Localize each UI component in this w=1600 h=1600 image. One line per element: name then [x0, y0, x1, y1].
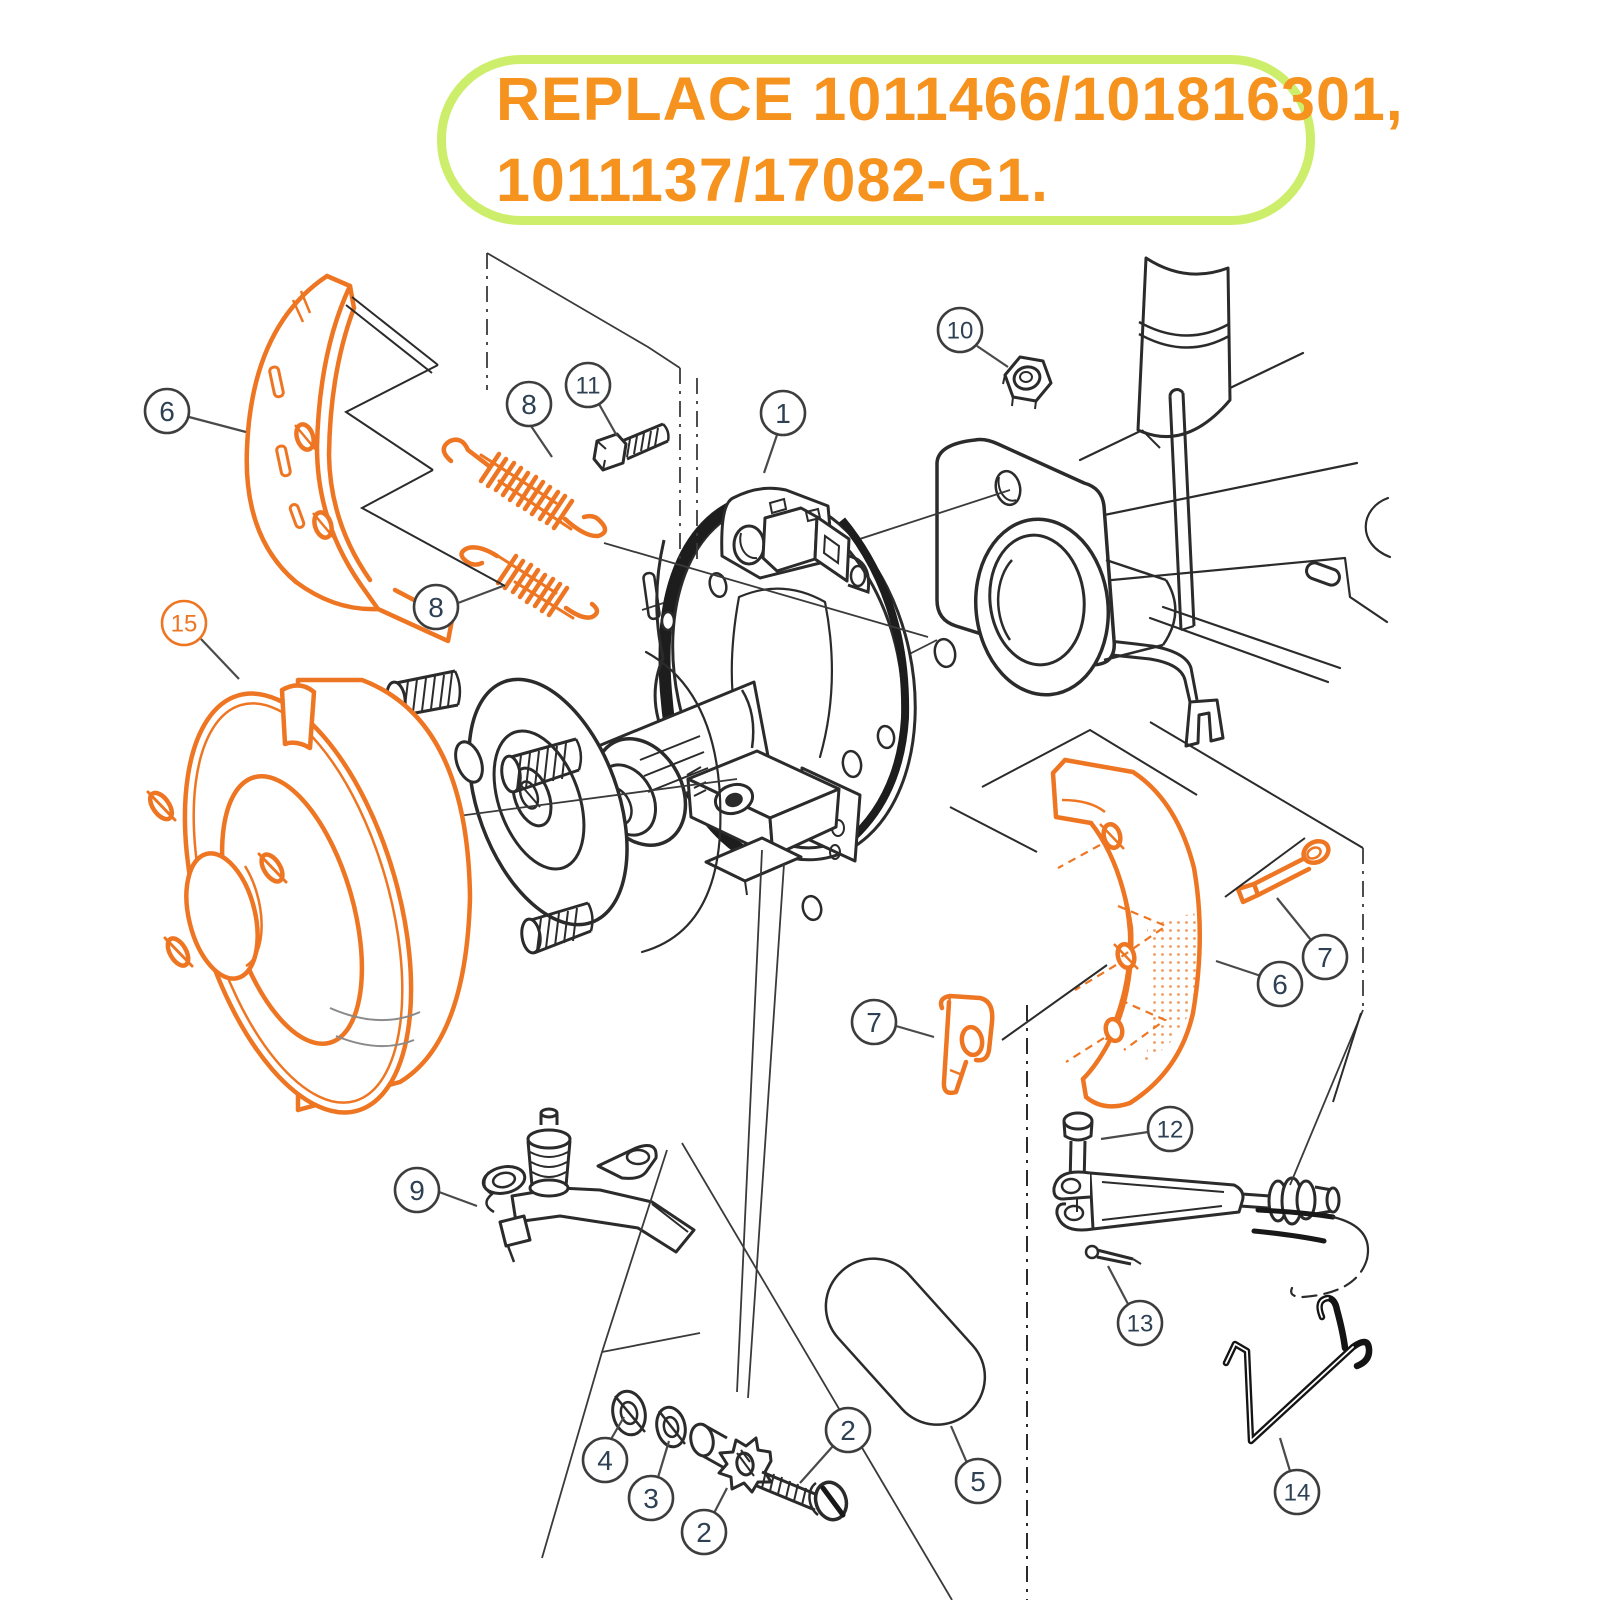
callout-1: 1 — [759, 389, 807, 437]
callout-11: 11 — [564, 361, 612, 409]
wire-spring — [1222, 1294, 1373, 1445]
svg-text:6: 6 — [159, 396, 175, 427]
return-spring-lower — [459, 545, 600, 620]
callout-2: 2 — [680, 1508, 728, 1556]
callout-13: 13 — [1116, 1299, 1164, 1347]
svg-text:2: 2 — [840, 1415, 856, 1446]
replacement-note-banner: REPLACE 1011466/101816301, 1011137/17082… — [437, 55, 1404, 225]
drum-slot — [146, 790, 288, 968]
hex-nut — [1002, 355, 1053, 410]
svg-text:9: 9 — [409, 1175, 425, 1206]
banner-line-2: 1011137/17082-G1. — [496, 146, 1049, 214]
callout-7: 7 — [1301, 933, 1349, 981]
cable-clevis-assembly — [1052, 1170, 1370, 1299]
svg-text:12: 12 — [1157, 1117, 1184, 1144]
clevis-pin — [1062, 1111, 1094, 1216]
hex-bolt — [592, 422, 670, 472]
svg-text:14: 14 — [1284, 1480, 1311, 1507]
svg-text:7: 7 — [866, 1007, 882, 1038]
callout-4: 4 — [581, 1436, 629, 1484]
brake-shoe-right — [1050, 757, 1203, 1109]
u-bolt — [1168, 388, 1196, 631]
callout-12: 12 — [1146, 1105, 1194, 1153]
svg-text:11: 11 — [576, 373, 601, 400]
svg-text:1: 1 — [775, 398, 791, 429]
brake-drum — [146, 677, 473, 1115]
callout-6: 6 — [143, 387, 191, 435]
svg-text:2: 2 — [696, 1517, 712, 1548]
svg-text:4: 4 — [597, 1445, 613, 1476]
callout-15: 15 — [160, 599, 208, 647]
callout-8: 8 — [412, 583, 460, 631]
axle-flange — [933, 437, 1177, 697]
wheel-stud — [500, 737, 583, 794]
projection-lines — [344, 252, 1364, 1600]
svg-text:5: 5 — [970, 1466, 986, 1497]
brake-shoe-left — [244, 273, 455, 644]
adjuster-hardware — [611, 1389, 849, 1522]
svg-text:10: 10 — [947, 318, 974, 345]
axle-frame-assembly — [1000, 256, 1392, 748]
spring-pin — [1305, 561, 1341, 587]
cotter-pin — [1084, 1244, 1142, 1266]
callout-10: 10 — [936, 306, 984, 354]
svg-text:8: 8 — [428, 592, 444, 623]
callout-9: 9 — [393, 1166, 441, 1214]
svg-text:7: 7 — [1317, 942, 1333, 973]
anchor-bracket — [720, 486, 871, 595]
svg-text:3: 3 — [643, 1483, 659, 1514]
hub-assembly — [385, 650, 738, 955]
callout-8: 8 — [505, 380, 553, 428]
callout-2: 2 — [824, 1406, 872, 1454]
adjuster-assembly — [481, 1107, 696, 1263]
access-plug — [824, 1257, 987, 1426]
return-spring-upper — [441, 437, 608, 539]
callout-5: 5 — [954, 1457, 1002, 1505]
svg-text:15: 15 — [171, 611, 198, 638]
anchor-pin — [1235, 839, 1331, 905]
wheel-stud — [520, 901, 594, 955]
bearing-barrel — [973, 517, 1177, 697]
banner-line-1: REPLACE 1011466/101816301, — [496, 65, 1404, 134]
hold-down-clip — [938, 993, 995, 1096]
callout-14: 14 — [1273, 1468, 1321, 1516]
wheel-cylinder — [686, 749, 862, 896]
shock-tube — [1136, 256, 1232, 449]
callout-3: 3 — [627, 1474, 675, 1522]
callout-7: 7 — [850, 998, 898, 1046]
svg-text:8: 8 — [521, 389, 537, 420]
callout-6: 6 — [1256, 960, 1304, 1008]
svg-text:13: 13 — [1127, 1311, 1154, 1338]
svg-text:6: 6 — [1272, 969, 1288, 1000]
